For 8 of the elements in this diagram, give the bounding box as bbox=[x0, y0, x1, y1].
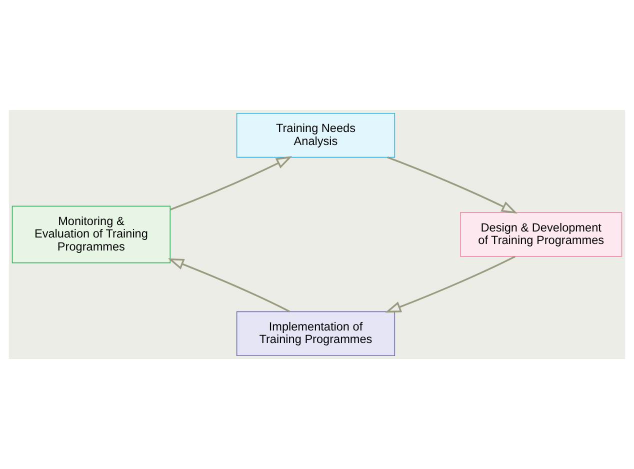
arrow bbox=[385, 256, 516, 313]
node-box: Training Needs Analysis bbox=[236, 112, 396, 158]
node-box: Design & Development of Training Programmes bbox=[460, 212, 622, 257]
node-box: Implementation of Training Programmes bbox=[236, 311, 396, 356]
arrow bbox=[387, 156, 518, 214]
arrow bbox=[168, 258, 290, 312]
arrow bbox=[170, 156, 292, 210]
node-box: Monitoring & Evaluation of Training Programmes bbox=[12, 206, 171, 264]
